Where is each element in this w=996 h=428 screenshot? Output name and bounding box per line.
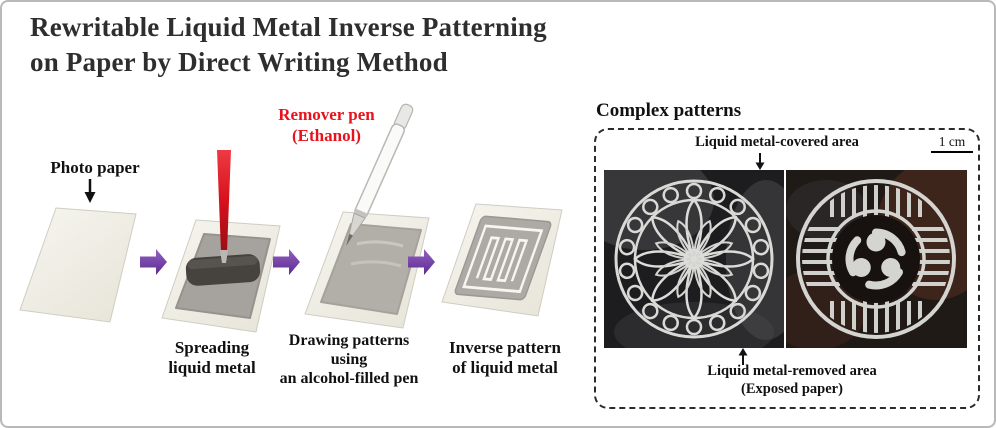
removed-label-line: Liquid metal-removed area bbox=[707, 363, 877, 379]
figure-title-line2: on Paper by Direct Writing Method bbox=[30, 46, 448, 77]
flow-arrow-icon bbox=[408, 249, 435, 275]
drawn-stroke bbox=[350, 260, 402, 268]
caption-line: of liquid metal bbox=[452, 358, 558, 378]
complex-patterns-heading: Complex patterns bbox=[596, 100, 742, 121]
caption-line: using bbox=[330, 351, 368, 369]
up-arrow-icon bbox=[738, 348, 748, 365]
remover-pen bbox=[346, 103, 414, 246]
pen-cone bbox=[348, 212, 366, 237]
tomoe-disc bbox=[832, 215, 920, 303]
mandala-pattern-photo bbox=[604, 170, 784, 348]
caption-drawing: Drawing patterns using an alcohol-filled… bbox=[264, 331, 434, 389]
inverse-pattern-illustration bbox=[441, 203, 563, 317]
remover-pen-label-line: (Ethanol) bbox=[292, 126, 361, 146]
pen-ring bbox=[353, 208, 368, 219]
caption-line: liquid metal bbox=[168, 358, 256, 378]
pen-tip bbox=[346, 234, 353, 246]
spreading-illustration bbox=[161, 150, 281, 333]
drawn-stroke bbox=[356, 240, 404, 248]
liquid-metal-layer bbox=[320, 223, 422, 315]
caption-line: Inverse pattern bbox=[449, 338, 561, 357]
covered-area-label: Liquid metal-covered area bbox=[695, 134, 859, 150]
drawing-illustration bbox=[304, 103, 430, 329]
caption-line: Drawing patterns bbox=[288, 332, 410, 349]
remover-pen-label-line: Remover pen bbox=[278, 105, 375, 124]
caption-inverse: Inverse pattern of liquid metal bbox=[440, 338, 570, 378]
photo-paper-label: Photo paper bbox=[50, 158, 140, 177]
remover-pen-label: Remover pen (Ethanol) bbox=[254, 104, 399, 147]
figure-title: Rewritable Liquid Metal Inverse Patterni… bbox=[30, 10, 547, 79]
pattern-outline bbox=[462, 224, 544, 294]
squeegee-handle bbox=[217, 150, 231, 252]
caption-line: an alcohol-filled pen bbox=[279, 370, 419, 388]
patterned-metal-layer bbox=[454, 215, 552, 301]
caption-spreading: Spreading liquid metal bbox=[150, 338, 274, 378]
down-arrow-icon bbox=[755, 153, 765, 170]
serpentine-pattern bbox=[475, 236, 529, 283]
complex-patterns-box bbox=[594, 128, 980, 409]
flow-arrow-icon bbox=[140, 249, 167, 275]
caption-line: Spreading bbox=[174, 338, 250, 357]
removed-label-line: (Exposed paper) bbox=[741, 381, 843, 398]
tomoe-pattern-photo bbox=[786, 170, 967, 348]
paper-sheet bbox=[19, 207, 137, 323]
figure-title-line1: Rewritable Liquid Metal Inverse Patterni… bbox=[30, 12, 547, 42]
scale-bar: 1 cm bbox=[931, 134, 973, 153]
removed-area-label: Liquid metal-removed area (Exposed paper… bbox=[647, 362, 937, 398]
pen-body bbox=[354, 123, 405, 219]
flow-arrow-icon bbox=[273, 249, 300, 275]
down-arrow-icon bbox=[84, 179, 96, 203]
squeegee-blade bbox=[220, 250, 228, 263]
photo-paper-illustration bbox=[19, 207, 137, 323]
